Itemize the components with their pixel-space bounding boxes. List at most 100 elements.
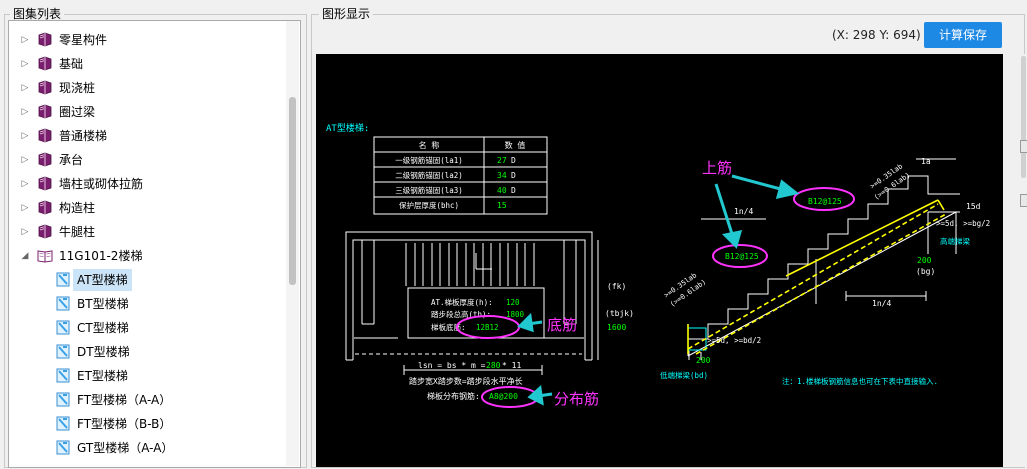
tree-item-label: 基础 [59, 57, 84, 71]
tree-item-label: 牛腿柱 [59, 225, 96, 239]
canvas-scrollbar-track[interactable] [1018, 54, 1027, 467]
table-row-value[interactable]: 34 [497, 171, 507, 180]
parameter-table [373, 136, 548, 215]
table-row-name: 一级钢筋锚固(la1) [395, 155, 463, 165]
tree-item-label: AT型楼梯 [73, 269, 132, 291]
book-icon [37, 104, 53, 126]
section-bg-value[interactable]: 200 [917, 256, 932, 265]
section-bd-value[interactable]: 200 [696, 356, 711, 365]
side-toolbar-button[interactable] [1020, 140, 1027, 153]
plan-dist-rebar-value[interactable]: A8@200 [489, 392, 518, 401]
plan-step-total-value[interactable]: 1800 [506, 310, 525, 319]
table-row-value[interactable]: 27 [497, 156, 507, 165]
expand-arrow-icon[interactable]: ▷ [21, 131, 29, 141]
section-note: 注：1.楼梯板钢筋信息也可在下表中直接输入. [782, 376, 938, 386]
graphic-panel-title: 图形显示 [319, 7, 374, 21]
plan-lsn-value[interactable]: 280 [486, 361, 501, 370]
expand-arrow-icon[interactable]: ▷ [21, 155, 29, 165]
tree-item-label: 圈过梁 [59, 105, 96, 119]
tree-panel-title: 图集列表 [10, 7, 65, 21]
stair-drawing: AT型楼梯: 名 称 数 值 一级钢筋锚固(la1) 27 D 二级钢筋锚固(l… [326, 122, 990, 408]
book-icon [37, 176, 53, 198]
document-icon [55, 392, 71, 414]
expand-arrow-icon[interactable]: ▷ [21, 107, 29, 117]
stair-plan-view [345, 231, 599, 375]
tree-item-label: DT型楼梯 [77, 345, 130, 359]
section-top-rebar-2[interactable]: B12@125 [725, 252, 759, 261]
book-icon [37, 224, 53, 246]
plan-bottom-rebar-value[interactable]: 12B12 [476, 323, 499, 332]
tree-item-label: FT型楼梯（A-A） [77, 393, 172, 407]
section-15d: 15d [966, 202, 981, 211]
plan-tread-formula: 踏步宽X踏步数=踏步段水平净长 [409, 376, 523, 386]
tree-item-label: GT型楼梯（A-A） [77, 441, 174, 455]
annotation-dist-rebar: 分布筋 [554, 390, 599, 408]
table-row-unit: D [511, 156, 516, 165]
tree-item-label: 构造柱 [59, 201, 96, 215]
document-icon [55, 416, 71, 438]
section-ln4-bottom: 1n/4 [872, 299, 891, 308]
collapse-arrow-icon[interactable]: ◢ [21, 251, 29, 261]
section-la-label: 1a [921, 157, 931, 166]
table-header-name: 名 称 [419, 140, 440, 150]
plan-step-total-label: 踏步段总高(th): [431, 309, 491, 319]
plan-thickness-value[interactable]: 120 [506, 298, 520, 307]
document-icon [55, 272, 71, 294]
plan-lsn-formula: lsn = bs * m = [418, 361, 486, 370]
table-row-value[interactable]: 40 [497, 186, 507, 195]
document-icon [55, 296, 71, 318]
annotation-top-rebar: 上筋 [702, 159, 732, 177]
section-bg-label: (bg) [916, 267, 935, 276]
plan-bottom-rebar-label: 梯板底筋: [431, 322, 466, 332]
section-bg2-right: >=5d, >=bg/2 [936, 219, 990, 228]
rebar-lines [687, 199, 947, 355]
tree-item-label: 承台 [59, 153, 84, 167]
calculate-save-button[interactable]: 计算保存 [924, 22, 1002, 48]
section-high-beam: 高端梯梁 [940, 236, 970, 246]
annotation-bottom-rebar: 底筋 [547, 316, 577, 334]
plan-dist-rebar-label: 梯板分布钢筋: [427, 391, 480, 401]
expand-arrow-icon[interactable]: ▷ [21, 35, 29, 45]
section-top-rebar-1[interactable]: B12@125 [808, 197, 842, 206]
plan-tbjk-value[interactable]: 1600 [607, 323, 626, 332]
annotation-arrows [517, 174, 800, 406]
expand-arrow-icon[interactable]: ▷ [21, 83, 29, 93]
document-icon [55, 440, 71, 462]
cursor-coordinates: (X: 298 Y: 694) [832, 28, 921, 42]
tree-item-label: FT型楼梯（B-B） [77, 417, 172, 431]
expand-arrow-icon[interactable]: ▷ [21, 59, 29, 69]
section-ln4-top: 1n/4 [734, 207, 753, 216]
expand-arrow-icon[interactable]: ▷ [21, 203, 29, 213]
drawing-canvas[interactable]: AT型楼梯: 名 称 数 值 一级钢筋锚固(la1) 27 D 二级钢筋锚固(l… [316, 54, 1003, 467]
table-row-name: 三级钢筋锚固(la3) [395, 185, 463, 195]
tree-item-label: BT型楼梯 [77, 297, 129, 311]
open-book-icon [37, 248, 53, 270]
plan-tbjk-label: (tbjk) [605, 309, 634, 318]
table-row-unit: D [511, 186, 516, 195]
side-toolbar-button[interactable] [1020, 194, 1027, 207]
tree-item-label: CT型楼梯 [77, 321, 129, 335]
tree-scrollbar-thumb[interactable] [289, 97, 296, 285]
book-icon [37, 200, 53, 222]
document-icon [55, 368, 71, 390]
book-icon [37, 80, 53, 102]
atlas-tree[interactable]: ▷零星构件▷基础▷现浇桩▷圈过梁▷普通楼梯▷承台▷墙柱或砌体拉筋▷构造柱▷牛腿柱… [8, 20, 301, 468]
tree-item-label: 墙柱或砌体拉筋 [59, 177, 144, 191]
table-row-name: 二级钢筋锚固(la2) [395, 170, 463, 180]
canvas-scrollbar-thumb[interactable] [1021, 56, 1026, 178]
section-bd2-left: >=5d, >=bd/2 [707, 336, 761, 345]
book-icon [37, 32, 53, 54]
expand-arrow-icon[interactable]: ▷ [21, 227, 29, 237]
book-icon [37, 128, 53, 150]
table-row-value[interactable]: 15 [497, 201, 507, 210]
expand-arrow-icon[interactable]: ▷ [21, 179, 29, 189]
book-icon [37, 56, 53, 78]
table-header-value: 数 值 [505, 140, 526, 150]
tree-item-label: 11G101-2楼梯 [59, 249, 143, 263]
drawing-section-title: AT型楼梯: [326, 122, 369, 134]
plan-thickness-label: AT.梯板厚度(h): [431, 297, 493, 307]
plan-lsn-suffix: * 11 [502, 361, 521, 370]
table-row-name: 保护层厚度(bhc) [399, 200, 459, 210]
tree-item-label: 普通楼梯 [59, 129, 108, 143]
section-low-beam: 低端梯梁(bd) [660, 370, 708, 380]
